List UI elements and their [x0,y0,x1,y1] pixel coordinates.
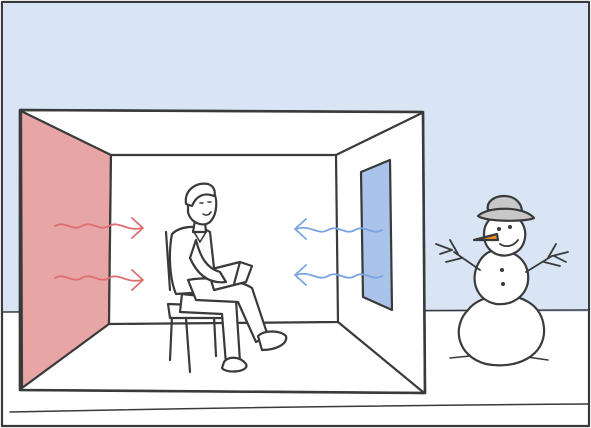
room-cutaway [20,110,425,393]
window [361,160,392,310]
snowman-eye-right [508,225,512,229]
foot-lower [222,358,246,372]
snowman-button-1 [500,268,504,272]
snowman-bottom [459,296,544,366]
snowman-eye-left [497,227,501,231]
snowman-middle [475,250,529,304]
snowman-button-2 [501,282,505,286]
